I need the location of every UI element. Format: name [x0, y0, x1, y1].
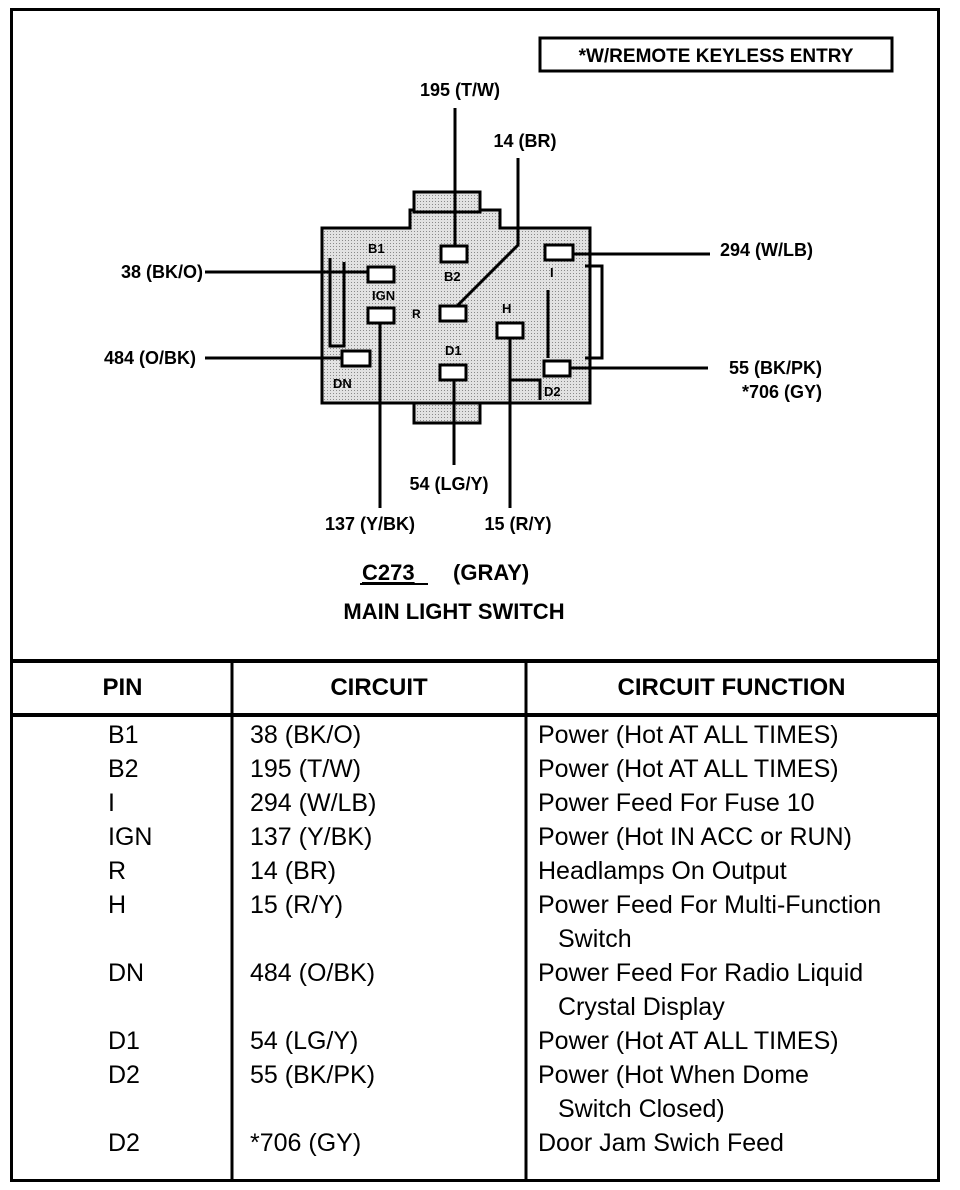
pin-label-d1: D1 [445, 343, 462, 358]
pin-b2-terminal [439, 244, 469, 264]
pin-h-terminal [495, 321, 525, 340]
wire-label-484: 484 (O/BK) [104, 348, 196, 368]
pin-label-ign: IGN [372, 288, 395, 303]
cell-function-line1: Power Feed For Multi-Function [538, 891, 882, 919]
connector-latch-left [328, 258, 346, 348]
cell-function-line1: Power Feed For Fuse 10 [538, 789, 815, 817]
cell-circuit: *706 (GY) [250, 1129, 362, 1157]
cell-pin: H [108, 891, 127, 919]
pin-i-terminal [543, 243, 575, 262]
cell-pin: D1 [108, 1027, 140, 1055]
wire-label-294: 294 (W/LB) [720, 240, 813, 260]
connector-top-tab [412, 190, 482, 214]
pin-d1-terminal [438, 363, 468, 382]
pin-r-terminal [438, 304, 468, 323]
cell-pin: B2 [108, 755, 139, 783]
cell-circuit: 38 (BK/O) [250, 721, 362, 749]
connector-id: C273 [362, 560, 415, 585]
note-text: *W/REMOTE KEYLESS ENTRY [579, 46, 854, 67]
cell-function-line1: Power (Hot AT ALL TIMES) [538, 755, 839, 783]
cell-function-line1: Headlamps On Output [538, 857, 787, 885]
cell-function-line1: Power (Hot IN ACC or RUN) [538, 823, 852, 851]
cell-function-line1: Power (Hot AT ALL TIMES) [538, 1027, 839, 1055]
cell-function-line2: Switch Closed) [558, 1095, 725, 1123]
pin-label-i: I [550, 265, 554, 280]
cell-circuit: 484 (O/BK) [250, 959, 376, 987]
cell-pin: B1 [108, 721, 139, 749]
cell-function: Power (Hot AT ALL TIMES) [538, 752, 933, 786]
cell-circuit: 294 (W/LB) [250, 789, 377, 817]
cell-circuit: 15 (R/Y) [250, 891, 344, 919]
cell-pin: DN [108, 959, 145, 987]
wire-label-38: 38 (BK/O) [121, 262, 203, 282]
cell-circuit: 55 (BK/PK) [250, 1061, 376, 1089]
cell-function-line2: Switch [558, 925, 632, 953]
pin-label-h: H [502, 301, 511, 316]
connector-bottom-tab [412, 401, 482, 425]
header-circuit: CIRCUIT [330, 674, 428, 701]
cell-pin: R [108, 857, 127, 885]
pin-label-d2: D2 [544, 384, 561, 399]
pin-dn-terminal [340, 349, 372, 368]
header-pin: PIN [102, 674, 143, 701]
cell-function-line2: Crystal Display [558, 993, 725, 1021]
cell-function: Headlamps On Output [538, 854, 933, 888]
cell-pin: D2 [108, 1129, 140, 1157]
cell-pin: IGN [108, 823, 153, 851]
pin-label-b1: B1 [368, 241, 385, 256]
pin-label-r: R [412, 307, 421, 321]
wire-label-195: 195 (T/W) [420, 80, 500, 100]
cell-function: Power (Hot IN ACC or RUN) [538, 820, 933, 854]
wire-label-15: 15 (R/Y) [484, 514, 551, 534]
cell-function-line1: Power (Hot AT ALL TIMES) [538, 721, 839, 749]
cell-function: Power (Hot AT ALL TIMES) [538, 1024, 933, 1058]
header-function: CIRCUIT FUNCTION [617, 674, 846, 701]
cell-circuit: 195 (T/W) [250, 755, 362, 783]
connector-latch-right [585, 264, 604, 360]
wire-14 [453, 158, 520, 310]
connector-diagram: *W/REMOTE KEYLESS ENTRY B1 B2 I IGN R H … [104, 36, 894, 624]
wire-label-137: 137 (Y/BK) [325, 514, 415, 534]
wire-label-54: 54 (LG/Y) [409, 474, 488, 494]
cell-circuit: 54 (LG/Y) [250, 1027, 359, 1055]
cell-circuit: 14 (BR) [250, 857, 337, 885]
cell-function: Power Feed For Fuse 10 [538, 786, 933, 820]
wire-label-55: 55 (BK/PK) [729, 358, 822, 378]
connector-color: (GRAY) [453, 560, 529, 585]
pin-d2-terminal [542, 359, 572, 378]
cell-function-line1: Door Jam Swich Feed [538, 1129, 784, 1157]
cell-circuit: 137 (Y/BK) [250, 823, 373, 851]
pin-ign-terminal [366, 306, 396, 325]
wire-label-706: *706 (GY) [742, 382, 822, 402]
connector-name: MAIN LIGHT SWITCH [343, 599, 564, 624]
pin-b1-terminal [366, 265, 396, 284]
cell-function: Power (Hot AT ALL TIMES) [538, 718, 933, 752]
note-box [538, 36, 894, 73]
cell-function: Door Jam Swich Feed [538, 1126, 933, 1160]
pin-label-dn: DN [333, 376, 352, 391]
cell-pin: D2 [108, 1061, 140, 1089]
cell-function-line1: Power (Hot When Dome [538, 1061, 809, 1089]
pin-label-b2: B2 [444, 269, 461, 284]
outer-frame [10, 8, 940, 1182]
cell-pin: I [108, 789, 115, 817]
wire-label-14: 14 (BR) [493, 131, 556, 151]
cell-function-line1: Power Feed For Radio Liquid [538, 959, 864, 987]
